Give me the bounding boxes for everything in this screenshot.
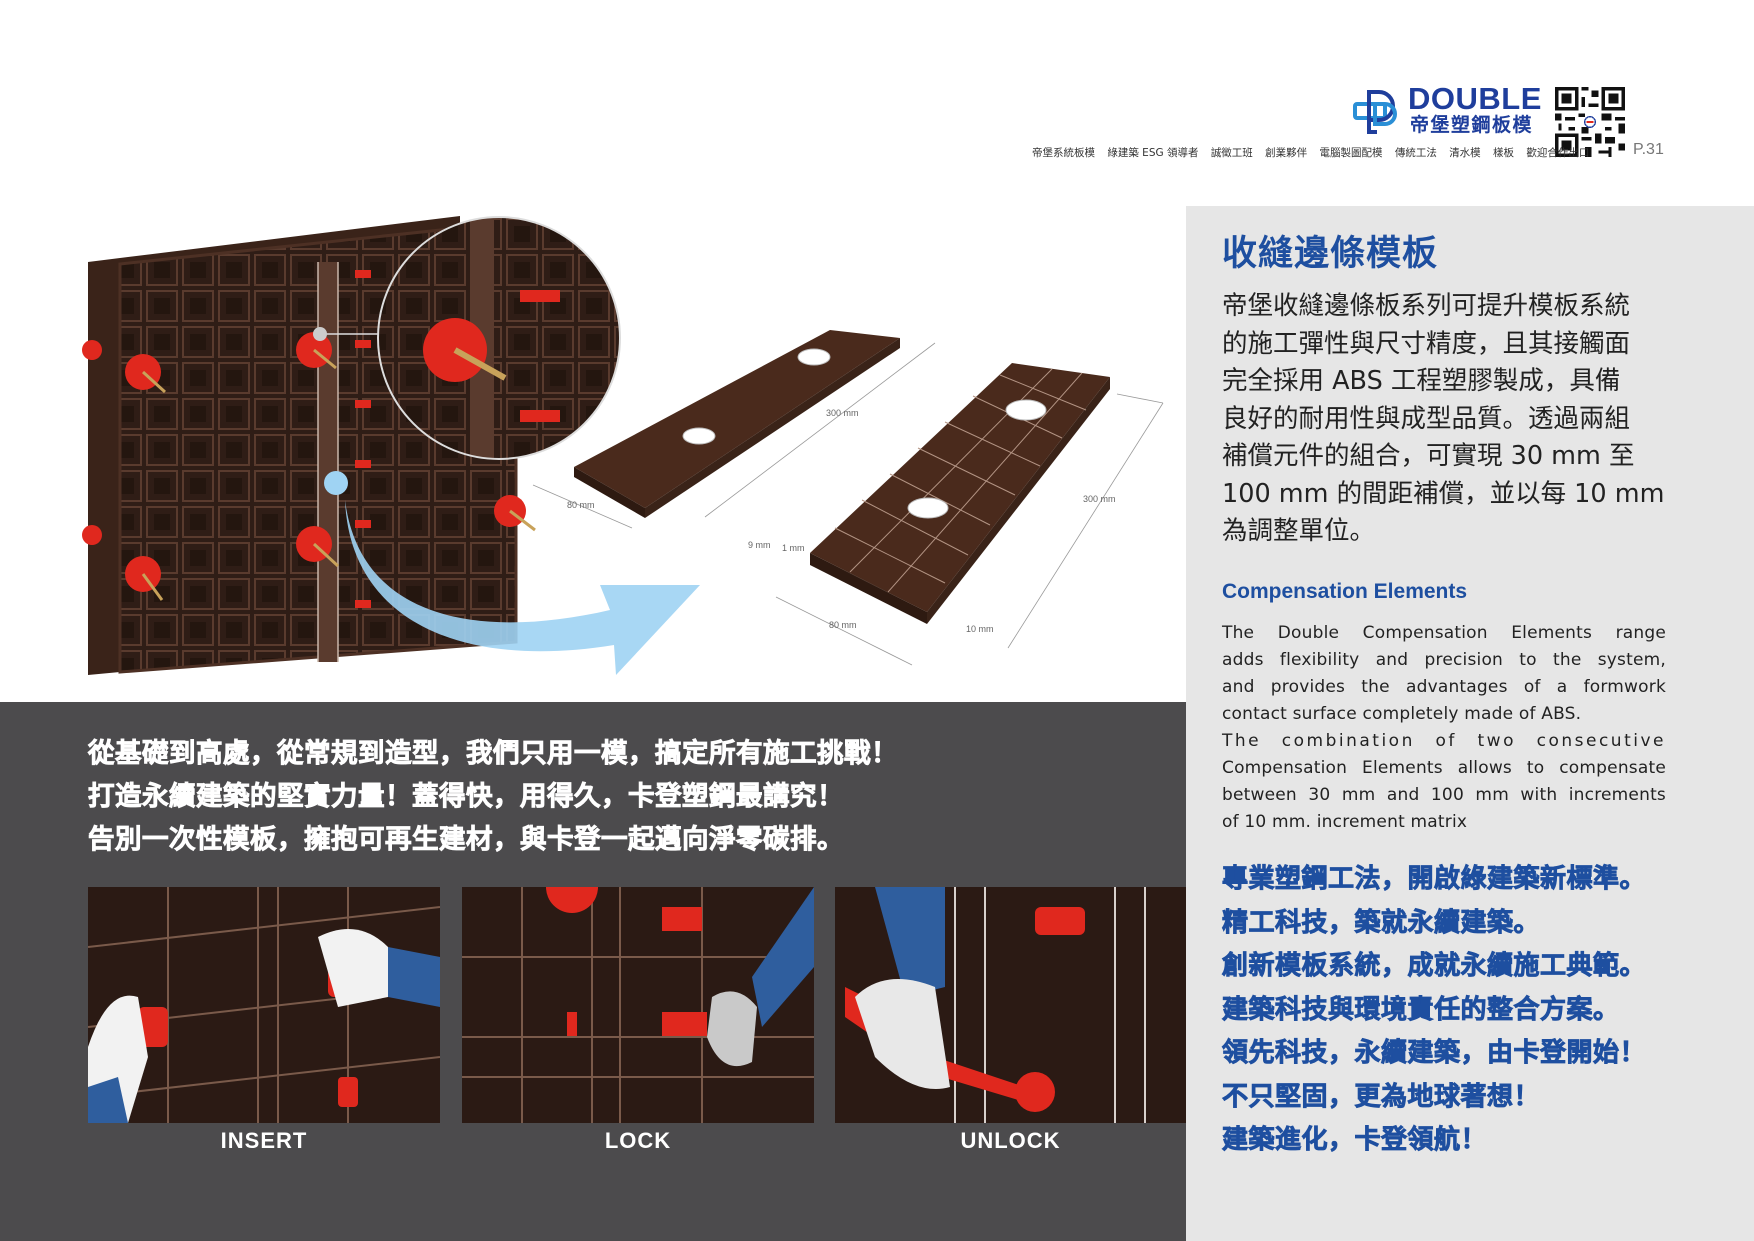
tagline-item: 歡迎合作出口 bbox=[1526, 147, 1590, 159]
brand-name-zh: 帝堡塑鋼板模 bbox=[1410, 114, 1534, 136]
description-en-line: and provides the advantages of a formwor… bbox=[1222, 677, 1666, 697]
slogan-item: 建築科技與環境責任的整合方案。 bbox=[1222, 994, 1620, 1025]
step-label-unlock: UNLOCK bbox=[960, 1128, 1061, 1153]
description-en-line: The combination of two consecutive bbox=[1222, 731, 1666, 751]
dim-plate-b-edge: 10 mm bbox=[966, 624, 994, 634]
photo-insert bbox=[88, 887, 440, 1123]
description-zh-line: 帝堡收縫邊條板系列可提升模板系統 bbox=[1222, 291, 1631, 321]
description-en: The Double Compensation Elements range a… bbox=[1222, 620, 1666, 836]
photo-unlock bbox=[835, 887, 1186, 1123]
brand-name-en: DOUBLE bbox=[1408, 81, 1542, 116]
tagline-item: 創業夥伴 bbox=[1265, 147, 1308, 159]
curved-arrow-icon bbox=[345, 500, 700, 675]
step-label-lock: LOCK bbox=[604, 1128, 672, 1153]
description-zh: 帝堡收縫邊條板系列可提升模板系統 的施工彈性與尺寸精度，且其接觸面 完全採用 A… bbox=[1222, 288, 1667, 551]
right-panel bbox=[1186, 206, 1754, 1241]
slogan-item: 不只堅固，更為地球著想！ bbox=[1222, 1081, 1541, 1112]
dim-plate-b-height: 9 mm bbox=[748, 540, 771, 550]
dim-plate-a-width: 80 mm bbox=[567, 500, 595, 510]
section-subtitle-en: Compensation Elements bbox=[1222, 580, 1468, 603]
dark-slogan-item: 告別一次性模板，擁抱可再生建材，與卡登一起邁向淨零碳排。 bbox=[88, 824, 844, 856]
dim-plate-b-width: 80 mm bbox=[829, 620, 857, 630]
photo-lock bbox=[462, 887, 814, 1123]
description-en-line: of 10 mm. increment matrix bbox=[1222, 812, 1468, 832]
slogan-item: 創新模板系統，成就永續施工典範。 bbox=[1222, 951, 1647, 982]
description-en-line: Compensation Elements allows to compensa… bbox=[1222, 758, 1666, 778]
dim-plate-b-lip: 1 mm bbox=[782, 543, 805, 553]
description-en-line: between 30 mm and 100 mm with increments bbox=[1222, 785, 1666, 805]
tagline-item: 傳統工法 bbox=[1394, 147, 1437, 159]
tagline-item: 帝堡系統板模 bbox=[1032, 147, 1095, 159]
description-en-line: contact surface completely made of ABS. bbox=[1222, 704, 1582, 724]
description-en-line: The Double Compensation Elements range bbox=[1222, 623, 1666, 643]
page-title: 收縫邊條模板 bbox=[1222, 234, 1439, 274]
slogan-list: 專業塑鋼工法，開啟綠建築新標準。 精工科技，築就永續建築。 創新模板系統，成就永… bbox=[1222, 858, 1646, 1163]
magnifier-detail bbox=[378, 217, 620, 459]
tagline-item: 電腦製圖配模 bbox=[1319, 147, 1383, 159]
dim-plate-b-length: 300 mm bbox=[1083, 494, 1116, 504]
dim-plate-a-length: 300 mm bbox=[826, 408, 859, 418]
description-zh-line: 良好的耐用性與成型品質。透過兩組 bbox=[1222, 403, 1631, 434]
dark-slogan-item: 從基礎到高處，從常規到造型，我們只用一模，搞定所有施工挑戰！ bbox=[88, 738, 898, 770]
product-illustration bbox=[0, 200, 1186, 700]
tagline-item: 樣板 bbox=[1493, 147, 1515, 159]
dark-slogan-item: 打造永續建築的堅實力量！蓋得快，用得久，卡登塑鋼最講究！ bbox=[88, 781, 844, 813]
slogan-item: 專業塑鋼工法，開啟綠建築新標準。 bbox=[1222, 864, 1647, 895]
step-label-insert: INSERT bbox=[220, 1128, 308, 1153]
tagline-item: 清水模 bbox=[1449, 147, 1481, 159]
dark-slogan-list: 從基礎到高處，從常規到造型，我們只用一模，搞定所有施工挑戰！ 打造永續建築的堅實… bbox=[88, 732, 898, 861]
description-zh-line: 補償元件的組合，可實現 30 mm 至 bbox=[1222, 441, 1635, 471]
double-d-logo-icon bbox=[1353, 88, 1405, 136]
description-en-line: adds flexibility and precision to the sy… bbox=[1222, 650, 1666, 670]
tagline-item: 綠建築 ESG 領導者 bbox=[1107, 147, 1199, 159]
description-zh-line: 為調整單位。 bbox=[1222, 516, 1376, 546]
header-tagline: 帝堡系統板模 綠建築 ESG 領導者 誠徵工班 創業夥伴 電腦製圖配模 傳統工法… bbox=[1032, 145, 1598, 160]
compensation-plate-flat bbox=[574, 330, 900, 508]
description-zh-line: 的施工彈性與尺寸精度，且其接觸面 bbox=[1222, 328, 1631, 359]
page-number: P.31 bbox=[1633, 141, 1664, 158]
slogan-item: 精工科技，築就永續建築。 bbox=[1222, 907, 1541, 938]
description-zh-line: 完全採用 ABS 工程塑膠製成，具備 bbox=[1222, 366, 1621, 396]
description-zh-line: 100 mm 的間距補償，並以每 10 mm bbox=[1222, 478, 1665, 509]
tagline-item: 誠徵工班 bbox=[1210, 147, 1253, 159]
qr-code-icon[interactable] bbox=[1555, 87, 1625, 157]
slogan-item: 領先科技，永續建築，由卡登開始！ bbox=[1222, 1038, 1647, 1069]
marker-dot bbox=[324, 471, 348, 495]
slogan-item: 建築進化，卡登領航！ bbox=[1222, 1125, 1488, 1156]
